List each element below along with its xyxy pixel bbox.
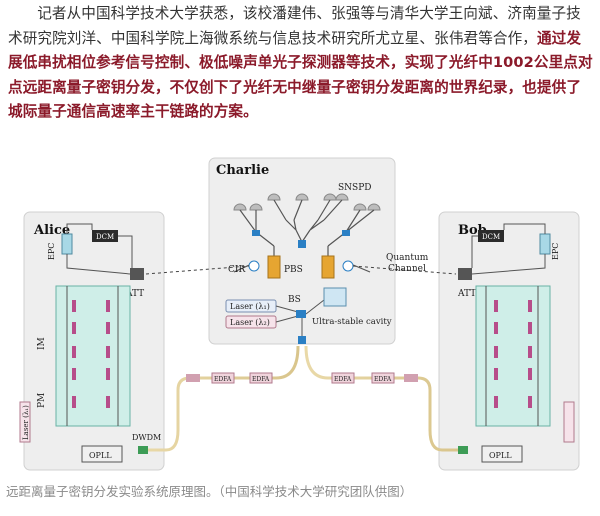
alice-opll xyxy=(81,445,123,463)
fiber-amp-r1 xyxy=(404,374,418,382)
bob-fiber-top xyxy=(471,223,546,275)
cavity-box xyxy=(323,287,347,307)
snspd-detectors xyxy=(233,193,381,211)
cavity-label: Ultra-stable cavity xyxy=(312,317,392,327)
alice-laser-label: Laser (λ₁) xyxy=(22,405,30,440)
laser-1-label: Laser (λ₁) xyxy=(230,302,270,311)
channel-label: Channel xyxy=(388,264,426,274)
fiber-left xyxy=(142,345,300,452)
alice-dwdm xyxy=(138,446,148,454)
cir-left xyxy=(248,260,260,272)
alice-mod-fiber xyxy=(66,286,119,426)
diagram-svg: Alice Bob Charlie SNSPD PBS CIR Quantum … xyxy=(19,157,580,471)
cir-label: CIR xyxy=(228,265,245,275)
fiber-right xyxy=(304,345,458,452)
snspd-label: SNSPD xyxy=(338,183,371,193)
alice-pm-label: PM xyxy=(37,393,47,408)
att-bob xyxy=(458,268,472,280)
alice-fiber-top xyxy=(66,223,133,275)
article-text: 记者从中国科学技术大学获悉，该校潘建伟、张强等与清华大学王向斌、济南量子技术研究… xyxy=(0,0,600,140)
bob-mod-fiber xyxy=(485,286,539,426)
bob-dwdm xyxy=(458,446,468,454)
bob-laser xyxy=(563,401,575,443)
quantum-channel-left xyxy=(145,265,250,275)
edfa-label-r: EDFA xyxy=(334,376,352,383)
bob-opll-label: OPLL xyxy=(489,451,512,460)
bob-epc-label: EPC xyxy=(551,243,560,260)
att-label-bob: ATT xyxy=(457,289,476,299)
edfa-label-l: EDFA xyxy=(214,376,232,383)
alice-dcm-label: DCM xyxy=(96,233,114,241)
edfa-label-l2: EDFA xyxy=(252,376,270,383)
edfa-l2 xyxy=(249,372,273,384)
edfa-r2 xyxy=(371,372,395,384)
charlie-bs-top xyxy=(298,240,306,248)
quantum-label: Quantum xyxy=(386,253,429,263)
bob-modulators xyxy=(494,300,532,408)
alice-modulators xyxy=(72,300,110,408)
quantum-channel-right xyxy=(352,265,457,275)
cir-right xyxy=(342,260,354,272)
alice-im-label: IM xyxy=(37,337,47,350)
figure-caption: 远距离量子密钥分发实验系统原理图。（中国科学技术大学研究团队供图） xyxy=(6,484,413,499)
edfa-l xyxy=(211,372,235,384)
bob-opll xyxy=(481,445,523,463)
alice-label: Alice xyxy=(33,223,70,238)
pbs-label: PBS xyxy=(284,265,303,275)
article-paragraph: 记者从中国科学技术大学获悉，该校潘建伟、张强等与清华大学王向斌、济南量子技术研究… xyxy=(8,2,594,125)
paragraph-lead: 记者从中国科学技术大学获悉，该校潘建伟、张强等与清华大学王向斌、济南量子技术研究… xyxy=(8,5,581,47)
fiber-amp-l1 xyxy=(186,374,200,382)
qkd-system-diagram: Alice Bob Charlie SNSPD PBS CIR Quantum … xyxy=(6,150,594,472)
alice-opll-label: OPLL xyxy=(89,451,112,460)
alice-dcm xyxy=(92,230,118,242)
pbs-left xyxy=(267,255,281,279)
alice-dwdm-label: DWDM xyxy=(132,433,161,442)
att-alice xyxy=(130,268,144,280)
bob-dcm xyxy=(478,230,504,242)
bob-dcm-label: DCM xyxy=(482,233,500,241)
alice-epc-label: EPC xyxy=(47,243,56,260)
charlie-coupler-left xyxy=(252,230,260,236)
charlie-coupler-right xyxy=(342,230,350,236)
laser-fibers xyxy=(275,299,325,323)
att-label-alice: ATT xyxy=(125,289,144,299)
bs-element xyxy=(296,310,306,318)
laser-2-label: Laser (λ₂) xyxy=(230,318,270,327)
alice-epc xyxy=(61,233,73,255)
paragraph-highlight: 通过发展低串扰相位参考信号控制、极低噪声单光子探测器等技术，实现了光纤中1002… xyxy=(8,29,593,121)
bs-label: BS xyxy=(288,295,301,305)
charlie-out-coupler xyxy=(298,336,306,344)
alice-laser xyxy=(19,401,31,443)
edfa-r xyxy=(331,372,355,384)
pbs-right xyxy=(321,255,335,279)
bob-epc xyxy=(539,233,551,255)
edfa-label-r2: EDFA xyxy=(374,376,392,383)
bob-mod-box xyxy=(475,285,551,427)
charlie-label: Charlie xyxy=(216,163,269,178)
